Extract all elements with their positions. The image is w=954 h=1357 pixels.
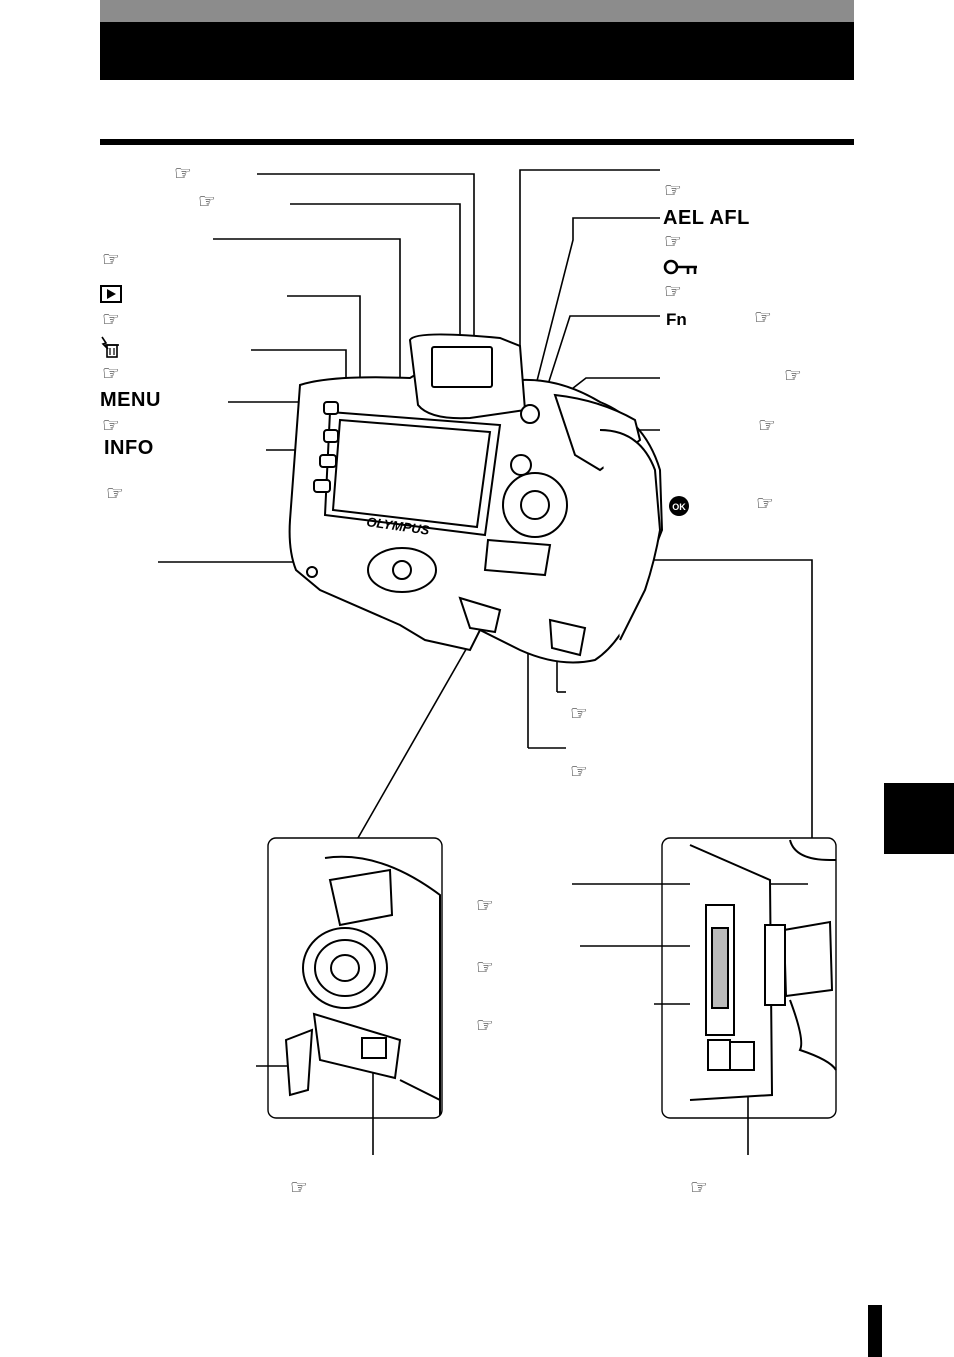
- inset-right-drawing: [689, 839, 837, 1101]
- ref-icon: ☞: [102, 363, 120, 385]
- title-bar: [100, 22, 854, 80]
- inset-left-frame: [267, 837, 443, 1119]
- ref-icon: ☞: [664, 180, 682, 202]
- ref-icon: ☞: [664, 231, 682, 253]
- ref-icon: ☞: [106, 483, 124, 505]
- ref-icon: ☞: [102, 415, 120, 437]
- ref-icon: ☞: [570, 703, 588, 725]
- key-icon: [663, 259, 697, 275]
- section-rule: [100, 139, 854, 145]
- playback-icon: [100, 285, 122, 303]
- ref-icon: ☞: [290, 1177, 308, 1199]
- ref-icon: ☞: [476, 957, 494, 979]
- camera-body: [288, 333, 664, 664]
- erase-icon: [101, 336, 119, 358]
- ref-icon: ☞: [476, 895, 494, 917]
- inset-right-frame: [661, 837, 837, 1119]
- page-marker: [868, 1305, 882, 1357]
- ref-icon: ☞: [754, 307, 772, 329]
- ref-icon: ☞: [664, 281, 682, 303]
- ref-icon: ☞: [198, 191, 216, 213]
- ref-icon: ☞: [102, 309, 120, 331]
- header-band: [100, 0, 854, 22]
- ref-icon: ☞: [758, 415, 776, 437]
- menu-label: MENU: [100, 389, 161, 411]
- ael-afl-label: AEL AFL: [663, 207, 750, 229]
- ref-icon: ☞: [174, 163, 192, 185]
- ref-icon: ☞: [784, 365, 802, 387]
- ok-button-icon: OK: [669, 496, 689, 516]
- ref-icon: ☞: [570, 761, 588, 783]
- ref-icon: ☞: [102, 249, 120, 271]
- info-label: INFO: [104, 437, 154, 459]
- ref-icon: ☞: [756, 493, 774, 515]
- ref-icon: ☞: [690, 1177, 708, 1199]
- ref-icon: ☞: [476, 1015, 494, 1037]
- inset-left-drawing: [284, 855, 441, 1115]
- fn-label: Fn: [666, 310, 687, 329]
- chapter-tab: [884, 783, 954, 854]
- svg-text:OK: OK: [672, 502, 686, 512]
